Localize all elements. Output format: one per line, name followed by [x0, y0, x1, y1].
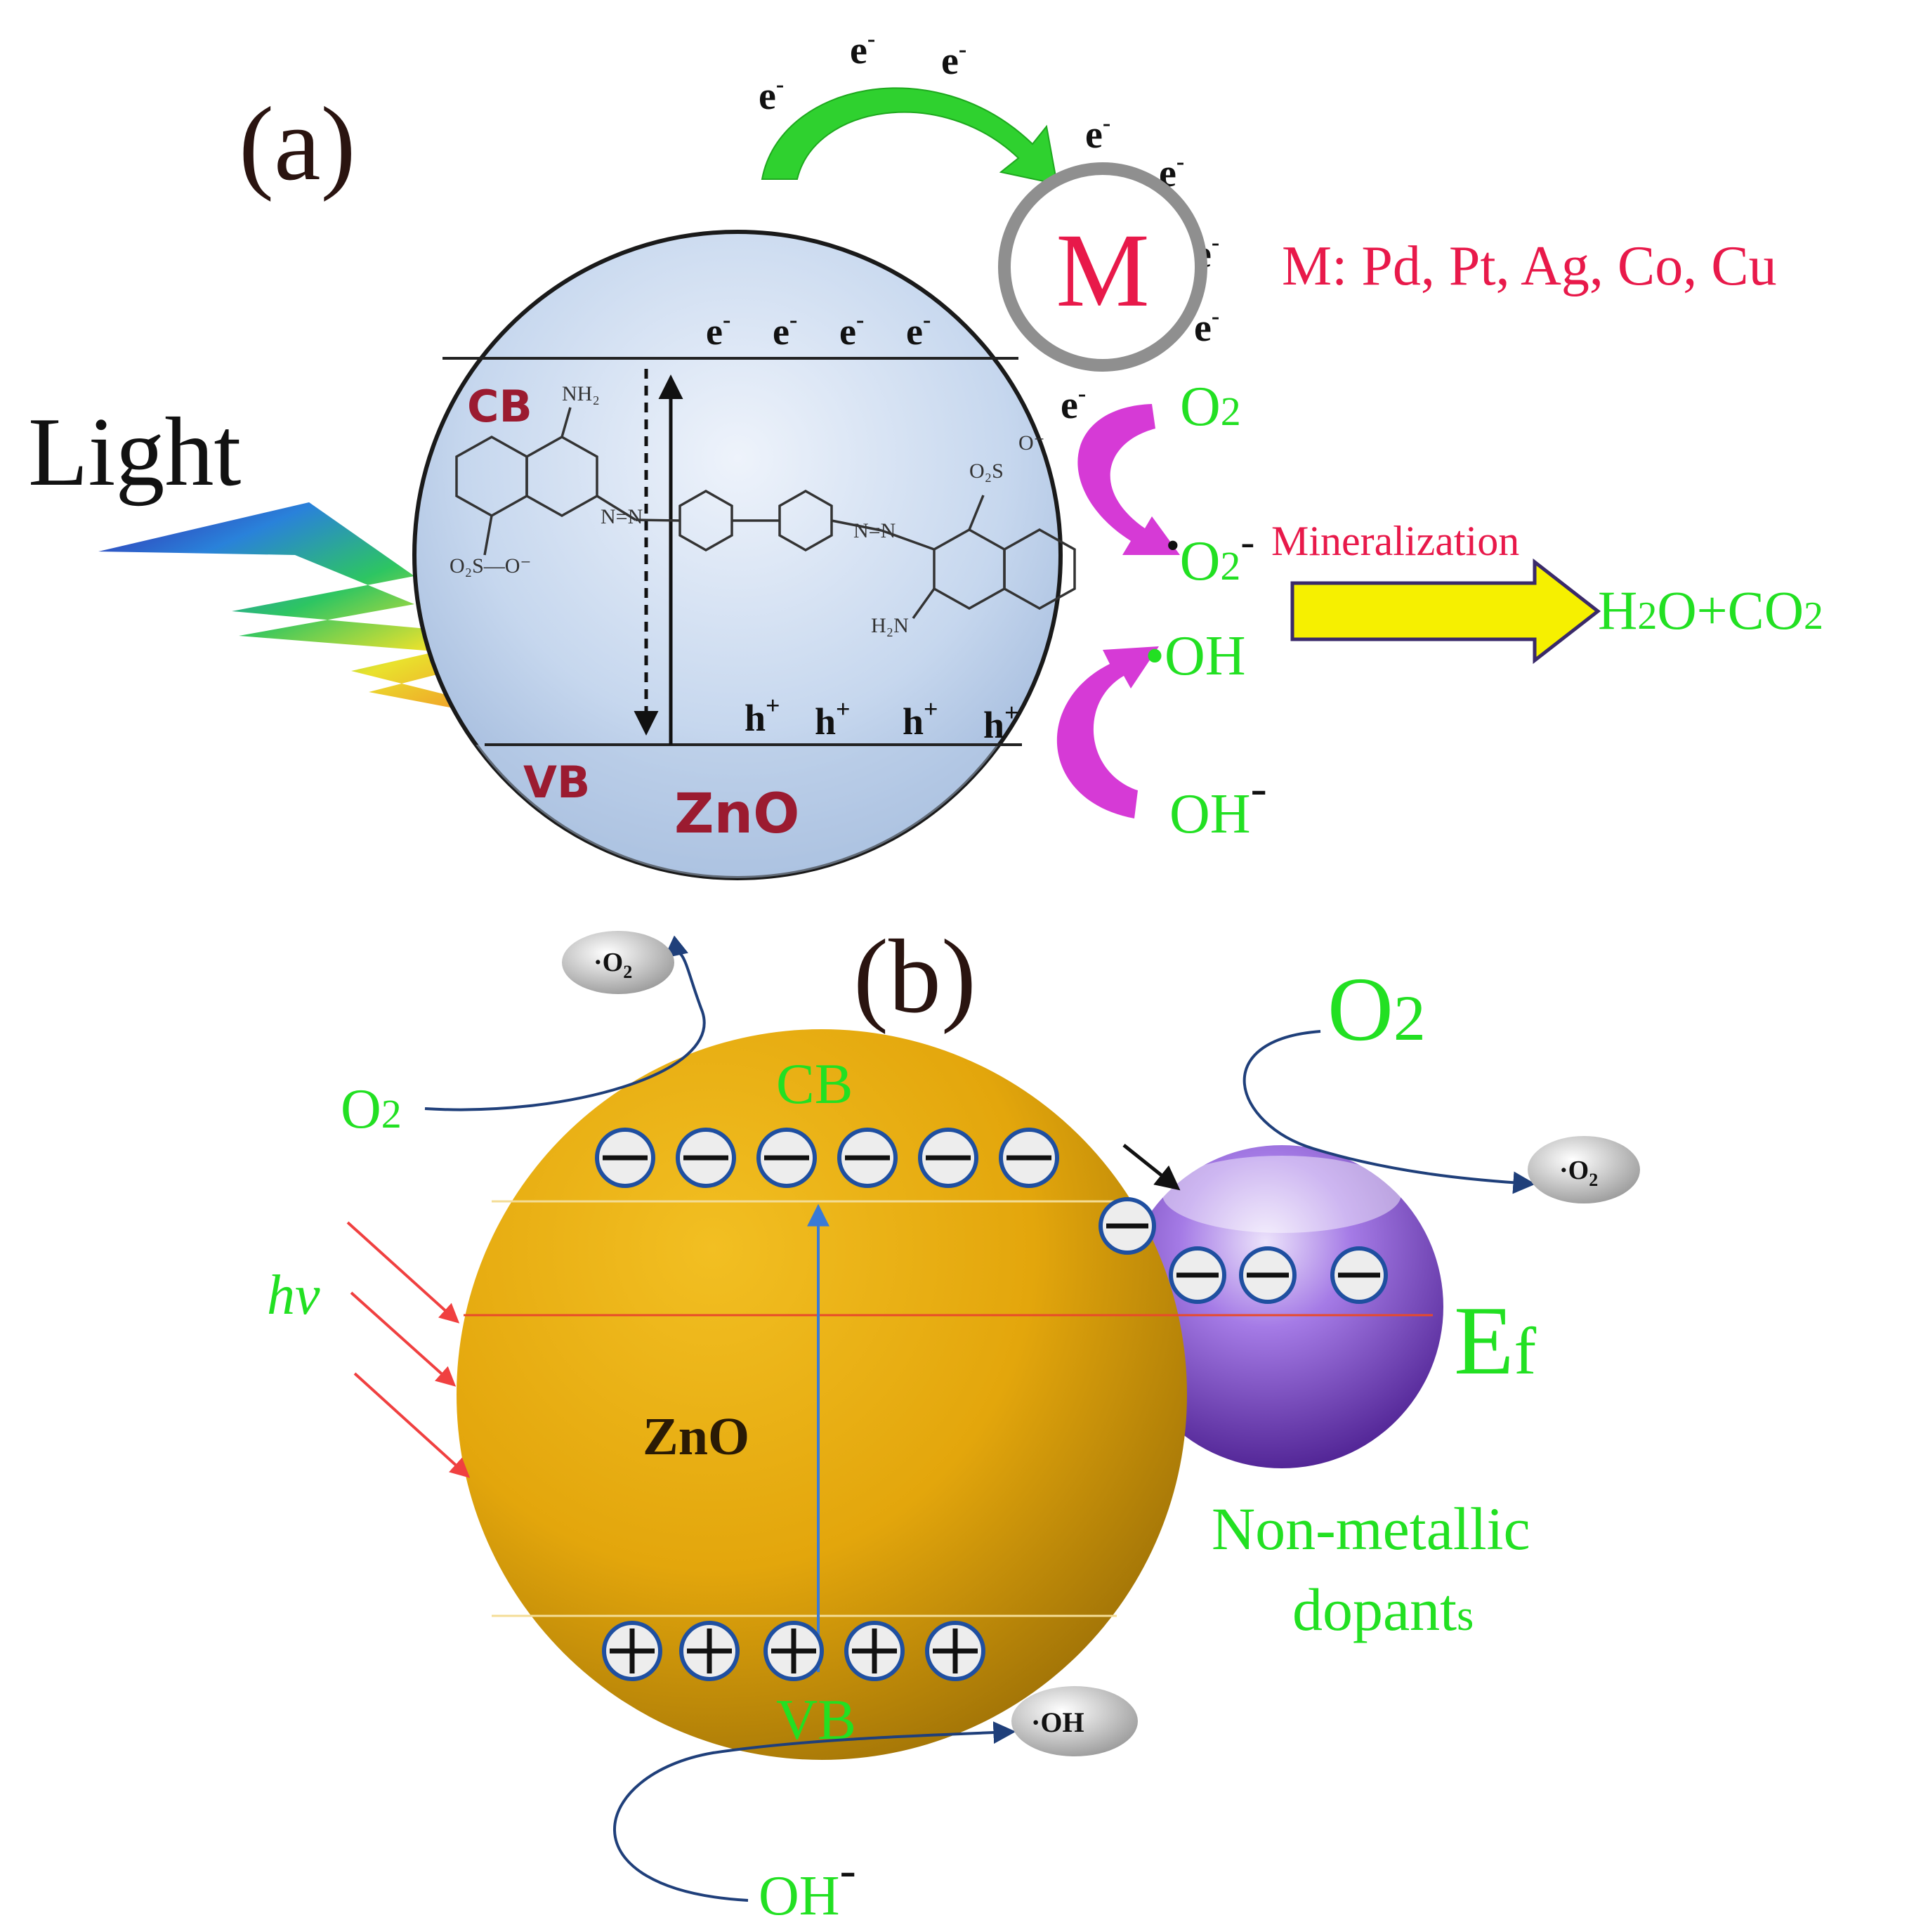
o2-reduction-arrow	[1077, 404, 1180, 555]
electron-icon	[756, 1128, 817, 1188]
dopant-label-line1: Non-metallic	[1212, 1495, 1530, 1562]
dopant-electron-set	[1169, 1246, 1388, 1304]
hole-icon	[602, 1621, 662, 1681]
hole-label: h+	[815, 695, 851, 743]
o2-right-conversion-arrow	[1242, 1030, 1536, 1194]
hydroxyl-bubble-label: ·OH	[1031, 1706, 1084, 1738]
electron-transfer-arrow-b	[1122, 1144, 1181, 1191]
cb-label-b: CB	[776, 1052, 853, 1116]
hydroxide-label-a: OH-	[1169, 762, 1267, 845]
superoxide-bubble-left-label: ·O2	[594, 948, 632, 982]
light-hv-arrows	[346, 1221, 471, 1478]
electron-label: e-	[773, 307, 797, 353]
vb-hole-set	[602, 1621, 985, 1681]
electron-label: e-	[839, 307, 864, 353]
electron-label: e-	[941, 37, 966, 83]
electron-icon	[676, 1128, 736, 1188]
photon-arrow	[346, 1221, 460, 1324]
photon-arrow	[353, 1372, 471, 1478]
electron-label: e-	[1085, 110, 1110, 157]
dye-nh2-top: NH₂	[562, 382, 600, 405]
dye-sulfonate-right2: O₂S	[969, 459, 1004, 483]
electron-icon	[1239, 1246, 1297, 1304]
electron-icon	[595, 1128, 655, 1188]
electron-label: e-	[1194, 303, 1219, 350]
hydroxyl-radical-label-a: •OH	[1145, 625, 1246, 687]
electron-icon	[1330, 1246, 1388, 1304]
dye-molecule	[455, 407, 1076, 620]
o2-label-a: O2	[1180, 376, 1241, 438]
electron-icon	[1169, 1246, 1226, 1304]
o2-right-label: O2	[1327, 959, 1426, 1060]
metal-cocatalyst	[998, 162, 1207, 372]
electron-label: e-	[759, 72, 784, 118]
electron-label: e-	[850, 26, 875, 72]
dopant-label-line2: dopants	[1292, 1576, 1474, 1643]
zno-label-b: ZnO	[643, 1407, 749, 1466]
superoxide-bubble-right	[1528, 1136, 1640, 1203]
electron-icon	[999, 1128, 1059, 1188]
electron-label: e-	[1061, 381, 1086, 427]
dopant-particle	[1120, 1145, 1443, 1468]
cb-label-a: CB	[467, 381, 532, 432]
superoxide-label-a: •O2-	[1166, 518, 1254, 592]
hole-icon	[763, 1621, 824, 1681]
vb-label-a: VB	[523, 757, 590, 808]
dye-labels: NH₂ N=N N=N O₂S—O⁻ O₂S O⁻ H₂N	[450, 382, 1045, 637]
o2-left-label: O2	[341, 1078, 402, 1140]
dye-nh2-bottom: H₂N	[871, 614, 909, 637]
electron-icon	[1099, 1197, 1156, 1255]
electron-icon	[918, 1128, 978, 1188]
oh-oxidation-arrow	[1056, 646, 1159, 818]
fermi-level-label: Ef	[1454, 1286, 1537, 1395]
dye-azo-right: N=N	[853, 519, 896, 542]
panel-b: (b) CB VB ZnO	[267, 918, 1640, 1927]
light-bolt-icon	[98, 502, 646, 745]
hv-label: hv	[267, 1265, 320, 1326]
hydroxide-label-b: OH-	[759, 1843, 856, 1927]
mineralization-label: Mineralization	[1271, 518, 1519, 564]
electron-icon	[837, 1128, 898, 1188]
panel-b-label: (b)	[853, 918, 976, 1035]
zno-particle-b	[457, 1029, 1187, 1760]
mineralization-arrow	[1290, 558, 1601, 665]
hole-icon	[679, 1621, 740, 1681]
metal-list: M: Pd, Pt, Ag, Co, Cu	[1282, 235, 1777, 297]
zno-particle-a	[412, 230, 1063, 880]
panel-a: (a) Light CB VB ZnO e- e- e- e- h+ h+ h+…	[28, 26, 1823, 880]
dye-sulfonate-right: O⁻	[1018, 431, 1045, 455]
hole-icon	[844, 1621, 905, 1681]
superoxide-bubble-left	[562, 931, 674, 994]
hole-label: h+	[983, 698, 1019, 746]
hole-label: h+	[745, 691, 780, 739]
dye-azo-left: N=N	[601, 505, 643, 528]
oh-conversion-arrow	[613, 1721, 1016, 1902]
electron-label: e-	[906, 307, 931, 353]
zno-label-a: ZnO	[674, 783, 799, 846]
light-label: Light	[28, 398, 241, 507]
superoxide-bubble-right-label: ·O2	[1559, 1156, 1598, 1190]
hole-icon	[925, 1621, 985, 1681]
metal-symbol: M	[1056, 212, 1149, 329]
electron-label: e-	[706, 307, 730, 353]
electron-transfer-arrow	[761, 87, 1058, 185]
cb-electron-set	[595, 1128, 1059, 1188]
dye-sulfonate-left: O₂S—O⁻	[450, 554, 531, 577]
panel-a-label: (a)	[239, 86, 355, 202]
products-label: H2O+CO2	[1598, 580, 1823, 641]
vb-holes: h+ h+ h+ h+	[745, 691, 1019, 746]
hydroxyl-bubble	[1011, 1686, 1138, 1756]
photon-arrow	[350, 1291, 457, 1387]
hole-label: h+	[903, 695, 938, 743]
o2-left-conversion-arrow	[424, 935, 706, 1111]
cb-electrons: e- e- e- e-	[706, 307, 931, 353]
